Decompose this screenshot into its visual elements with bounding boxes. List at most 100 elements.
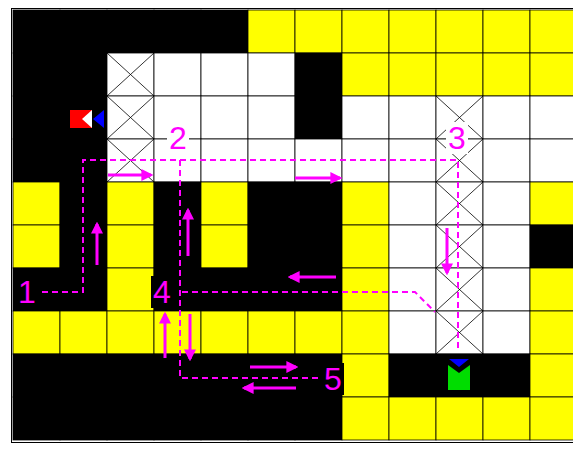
green-robot [448,365,470,390]
grid-cell [154,311,201,354]
grid-cell [201,354,248,397]
grid-cell [13,397,60,440]
grid-cell [60,10,107,53]
green-robot-heading [449,359,469,367]
grid-cell [13,10,60,53]
grid-cell [107,96,154,139]
map-frame [12,9,573,443]
grid-cell [107,397,154,440]
grid-cell [483,268,530,311]
blocked-cell-cross [436,311,483,354]
grid-cell [436,397,483,440]
grid-cell [60,311,107,354]
grid-cell [342,96,389,139]
grid [13,10,573,440]
grid-cell [60,53,107,96]
grid-cell [13,53,60,96]
grid-cell [342,10,389,53]
red-robot [70,110,92,128]
grid-cell [13,225,60,268]
grid-cell [13,182,60,225]
grid-cell [248,354,295,397]
grid-cell [154,53,201,96]
grid-cell [107,311,154,354]
grid-cell [248,397,295,440]
grid-cell [389,354,436,397]
grid-cell [530,397,573,440]
grid-cell [60,354,107,397]
callout-number: 3 [446,122,468,154]
grid-cell [295,268,342,311]
grid-cell [248,268,295,311]
grid-cell [248,311,295,354]
grid-cell [107,225,154,268]
grid-cell [530,139,573,182]
grid-cell [295,311,342,354]
grid-cell [483,225,530,268]
callout-number: 1 [16,276,38,308]
grid-cell [107,354,154,397]
grid-cell [154,397,201,440]
blocked-cell-cross [107,53,154,96]
grid-cell [154,182,201,225]
grid-cell [436,311,483,354]
grid-cell [342,268,389,311]
direction-arrow [290,276,336,279]
grid-cell [483,182,530,225]
grid-cell [295,96,342,139]
grid-cell [201,53,248,96]
red-robot-heading [93,110,104,128]
grid-cell [13,139,60,182]
callout-number: 5 [322,363,344,395]
grid-cell [107,268,154,311]
grid-cell [154,10,201,53]
grid-cell [248,225,295,268]
grid-cell [389,53,436,96]
grid-cell [295,182,342,225]
grid-cell [342,53,389,96]
grid-cell [436,182,483,225]
grid-cell [436,10,483,53]
grid-cell [295,10,342,53]
callout-number: 4 [151,276,173,308]
route-line [182,292,435,312]
grid-cell [483,354,530,397]
grid-cell [436,53,483,96]
route-line [180,160,318,378]
grid-cell [483,311,530,354]
grid-cell [389,311,436,354]
grid-cell [248,53,295,96]
grid-cell [201,268,248,311]
grid-cell [483,96,530,139]
grid-cell [436,354,483,397]
direction-arrow [96,224,99,265]
grid-cell [530,53,573,96]
grid-cell [530,354,573,397]
direction-arrow [189,314,192,359]
grid-cell [295,225,342,268]
grid-cell [60,397,107,440]
grid-cell [483,139,530,182]
grid-cell [248,96,295,139]
grid-cell [483,397,530,440]
callout-number: 2 [167,122,189,154]
grid-cell [201,96,248,139]
grid-cell [295,53,342,96]
grid-cell [342,397,389,440]
direction-arrow [244,387,296,390]
grid-cell [107,10,154,53]
grid-cell [201,311,248,354]
grid-cell [389,397,436,440]
grid-cell [389,225,436,268]
grid-cell [389,182,436,225]
grid-cell [342,311,389,354]
direction-arrow [446,228,449,273]
route-line [42,160,458,348]
blocked-cell-cross [436,225,483,268]
grid-cell [530,96,573,139]
blocked-cell-cross [107,96,154,139]
grid-cell [342,182,389,225]
grid-cell [107,53,154,96]
